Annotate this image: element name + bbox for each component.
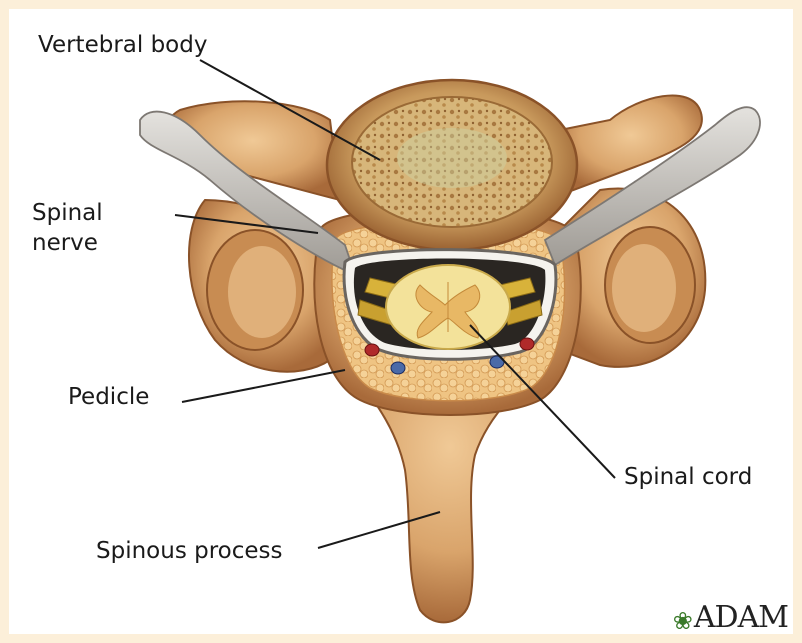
- label-spinal-nerve-line2: nerve: [32, 229, 98, 257]
- label-pedicle: Pedicle: [68, 383, 149, 411]
- label-vertebral-body: Vertebral body: [38, 31, 207, 59]
- leaf-icon: ❀: [673, 607, 692, 635]
- label-spinal-nerve-line1: Spinal: [32, 199, 103, 227]
- leader-pedicle: [182, 370, 345, 402]
- logo-text: ADAM: [694, 600, 788, 635]
- label-spinal-cord: Spinal cord: [624, 463, 752, 491]
- vertebral-body: [327, 80, 577, 250]
- spinal-cord: [386, 265, 510, 349]
- label-spinous-process: Spinous process: [96, 537, 283, 565]
- adam-logo: ❀ ADAM: [673, 600, 788, 635]
